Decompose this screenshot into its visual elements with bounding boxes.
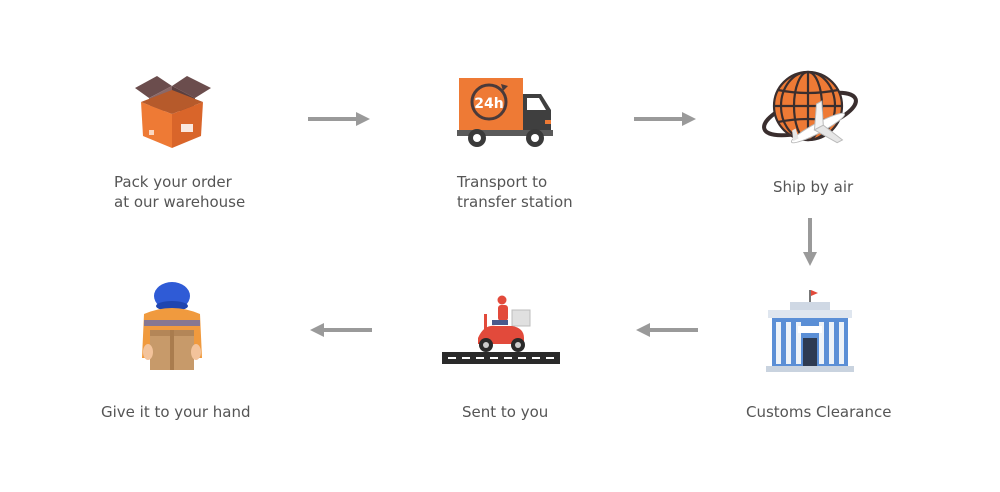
open-box-icon xyxy=(72,68,272,150)
delivery-truck-24h-icon: 24h xyxy=(405,72,605,150)
arrow-left-icon xyxy=(636,322,698,341)
step-customs-label: Customs Clearance xyxy=(746,403,892,421)
courier-holding-box-icon xyxy=(72,280,272,378)
step-pack-label: Pack your order at our warehouse xyxy=(114,173,246,211)
step-air-label: Ship by air xyxy=(773,178,854,196)
step-transport-label: Transport to transfer station xyxy=(457,173,573,211)
step-hand-label: Give it to your hand xyxy=(101,403,251,421)
customs-building-icon xyxy=(710,286,910,376)
step-sent-label: Sent to you xyxy=(462,403,549,421)
arrow-right-icon xyxy=(634,111,696,130)
arrow-left-icon xyxy=(310,322,372,341)
arrow-down-icon xyxy=(803,218,817,270)
svg-text:24h: 24h xyxy=(474,96,503,112)
arrow-right-icon xyxy=(308,111,370,130)
globe-airplane-icon xyxy=(710,66,910,156)
scooter-courier-icon xyxy=(402,294,602,372)
